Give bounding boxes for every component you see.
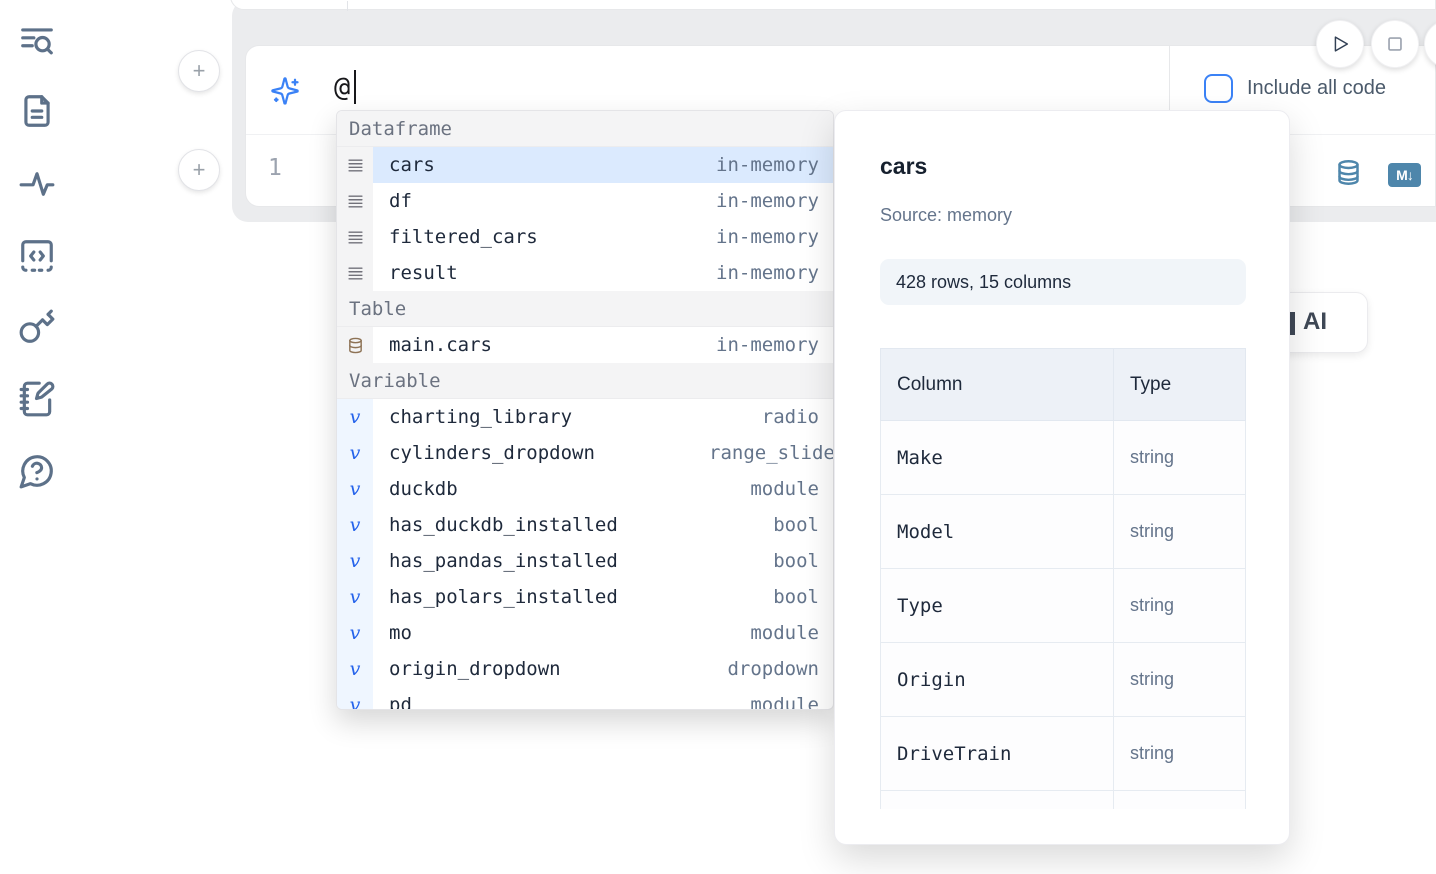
variable-icon: v bbox=[337, 399, 373, 435]
shape-badge: 428 rows, 15 columns bbox=[880, 259, 1246, 305]
include-all-code-control[interactable]: Include all code bbox=[1204, 74, 1386, 103]
variable-icon: v bbox=[337, 435, 373, 471]
previous-cell-edge bbox=[230, 0, 1436, 11]
dataframe-icon bbox=[337, 147, 373, 183]
variable-icon: v bbox=[337, 543, 373, 579]
schema-table-scroll[interactable]: Column Type Make string Model string Typ… bbox=[880, 348, 1246, 809]
dataframe-preview-popup: cars Source: memory 428 rows, 15 columns… bbox=[834, 110, 1290, 845]
type-header: Type bbox=[1113, 348, 1246, 421]
markdown-icon[interactable]: M↓ bbox=[1388, 163, 1421, 187]
line-number: 1 bbox=[268, 155, 282, 181]
text-cursor bbox=[354, 70, 356, 104]
preview-source: Source: memory bbox=[880, 205, 1013, 225]
gutter-divider bbox=[347, 1, 348, 11]
code-snippets-icon[interactable] bbox=[18, 237, 56, 275]
variable-icon: v bbox=[337, 687, 373, 709]
section-header-variable: Variable bbox=[337, 363, 833, 399]
play-icon bbox=[1334, 36, 1349, 52]
add-cell-above-button[interactable]: + bbox=[178, 50, 220, 92]
table-row: DriveTrain string bbox=[880, 716, 1246, 791]
variable-icon: v bbox=[337, 651, 373, 687]
key-icon[interactable] bbox=[18, 308, 56, 346]
schema-table: Column Type Make string Model string Typ… bbox=[880, 348, 1246, 809]
table-row: Type string bbox=[880, 568, 1246, 643]
variable-icon: v bbox=[337, 471, 373, 507]
table-row: Model string bbox=[880, 494, 1246, 569]
table-row: Origin string bbox=[880, 642, 1246, 717]
ai-card-label: AI bbox=[1303, 308, 1327, 335]
column-header: Column bbox=[880, 348, 1114, 421]
sidebar bbox=[0, 0, 80, 874]
database-icon bbox=[337, 327, 373, 363]
include-all-code-checkbox[interactable] bbox=[1204, 74, 1233, 103]
variable-icon: v bbox=[337, 579, 373, 615]
dataframe-icon bbox=[337, 219, 373, 255]
run-cell-button[interactable] bbox=[1316, 20, 1364, 68]
activity-icon[interactable] bbox=[18, 165, 56, 203]
scratchpad-icon[interactable] bbox=[18, 380, 56, 418]
ai-prompt-row[interactable]: @ Include all code bbox=[246, 46, 1435, 134]
variable-icon: v bbox=[337, 615, 373, 651]
stop-button[interactable] bbox=[1371, 20, 1419, 68]
ai-prompt-input[interactable]: @ bbox=[334, 72, 351, 103]
include-all-code-label: Include all code bbox=[1247, 77, 1386, 99]
table-row-clipped bbox=[880, 790, 1246, 809]
section-header-dataframe: Dataframe bbox=[337, 111, 833, 147]
help-icon[interactable] bbox=[18, 452, 56, 490]
add-cell-below-button[interactable]: + bbox=[178, 149, 220, 191]
stop-icon bbox=[1388, 37, 1402, 51]
file-search-icon[interactable] bbox=[18, 22, 56, 60]
preview-title: cars bbox=[880, 153, 928, 179]
dataframe-icon bbox=[337, 255, 373, 291]
document-icon[interactable] bbox=[18, 92, 56, 130]
section-header-table: Table bbox=[337, 291, 833, 327]
cell-toolbar: M↓ bbox=[1335, 159, 1421, 191]
variable-icon: v bbox=[337, 507, 373, 543]
clipped-text-stub bbox=[1290, 312, 1295, 335]
sparkles-icon bbox=[270, 76, 300, 106]
table-row: Make string bbox=[880, 420, 1246, 495]
dataframe-icon bbox=[337, 183, 373, 219]
datasource-icon[interactable] bbox=[1335, 159, 1362, 191]
divider bbox=[1169, 46, 1170, 134]
